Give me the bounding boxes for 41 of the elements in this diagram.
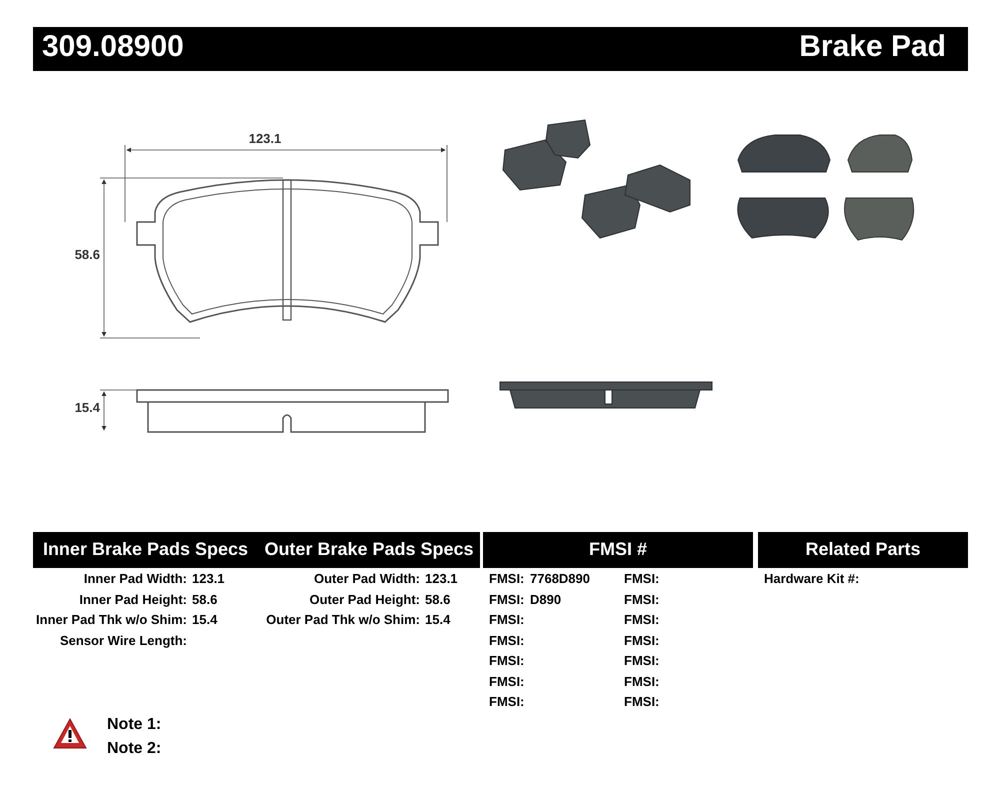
dimension-label: 15.4 (74, 400, 100, 415)
spec-value: 7768D890 (530, 571, 590, 586)
spec-value: D890 (530, 592, 562, 607)
spec-label: Inner Pad Height: (79, 592, 187, 607)
dimension-label: 123.1 (248, 131, 282, 146)
spec-label: Sensor Wire Length: (60, 633, 187, 648)
spec-label: FMSI: (624, 571, 660, 586)
spec-label: FMSI: (489, 592, 524, 607)
product-title: Brake Pad (799, 30, 946, 63)
spec-label: FMSI: (624, 633, 660, 648)
spec-label: FMSI: (624, 653, 660, 668)
spec-label: Outer Pad Thk w/o Shim: (266, 612, 420, 627)
spec-label: FMSI: (489, 571, 524, 586)
spec-label: FMSI: (624, 592, 660, 607)
spec-label: FMSI: (489, 633, 524, 648)
part-number: 309.08900 (42, 30, 184, 63)
spec-value: 58.6 (425, 592, 450, 607)
note-label: Note 2: (107, 740, 162, 757)
spec-label: Inner Pad Width: (84, 571, 187, 586)
spec-value: 123.1 (192, 571, 225, 586)
spec-value: 58.6 (192, 592, 218, 607)
column-header: Inner Brake Pads Specs (42, 539, 248, 559)
spec-label: Outer Pad Height: (309, 592, 420, 607)
spec-label: FMSI: (489, 612, 524, 627)
spec-value: 15.4 (425, 612, 450, 627)
spec-value: 123.1 (425, 571, 458, 586)
note-label: Note 1: (107, 716, 162, 733)
spec-label: FMSI: (489, 653, 524, 668)
spec-label: Inner Pad Thk w/o Shim: (36, 612, 187, 627)
dimension-label: 58.6 (74, 247, 100, 262)
column-header: Outer Brake Pads Specs (264, 539, 474, 559)
spec-label: FMSI: (489, 674, 524, 689)
spec-label: Outer Pad Width: (314, 571, 420, 586)
column-header: FMSI # (588, 539, 647, 559)
spec-label: Hardware Kit #: (764, 571, 860, 586)
column-header: Related Parts (805, 539, 921, 559)
spec-label: FMSI: (489, 694, 524, 709)
spec-label: FMSI: (624, 694, 660, 709)
spec-value: 15.4 (192, 612, 218, 627)
spec-label: FMSI: (624, 674, 660, 689)
spec-label: FMSI: (624, 612, 660, 627)
